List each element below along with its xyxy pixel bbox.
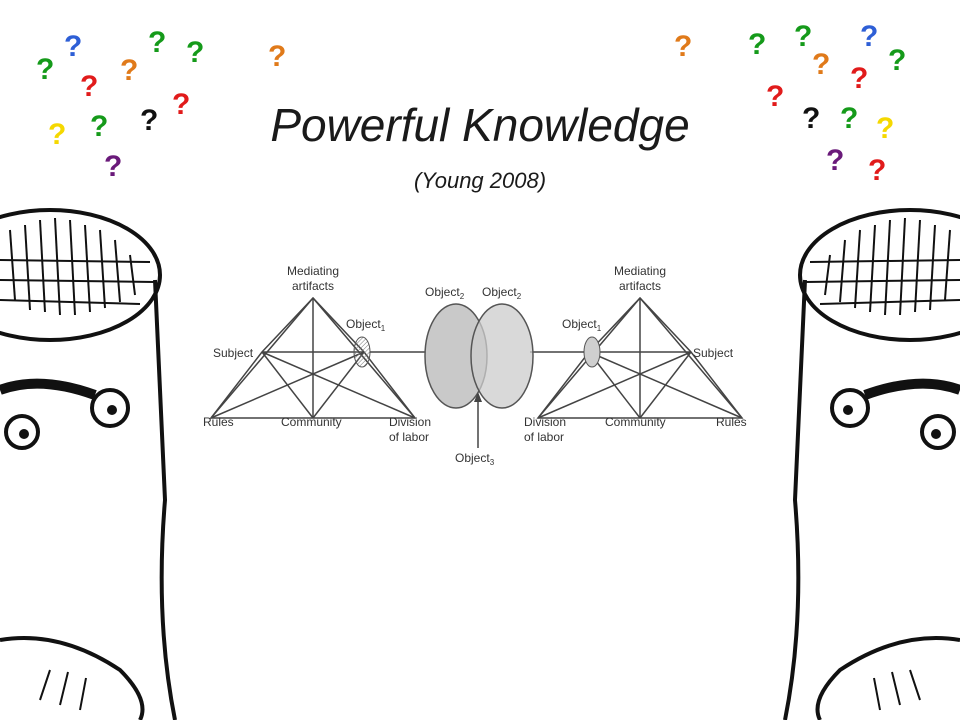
question-mark-icon: ? [90, 110, 109, 143]
question-mark-icon: ? [888, 44, 907, 77]
object3-arrowhead [474, 392, 482, 402]
object3-label: Object3 [455, 451, 495, 467]
question-mark-icon: ? [812, 48, 831, 81]
left-mediating-label-2: artifacts [292, 279, 334, 293]
right-mediating-label-2: artifacts [619, 279, 661, 293]
left-head-illustration [0, 208, 177, 720]
question-mark-icon: ? [48, 118, 67, 151]
question-mark-icon: ? [860, 20, 879, 53]
question-mark-icon: ? [794, 20, 813, 53]
left-division-label-2: of labor [389, 430, 429, 444]
question-mark-icon: ? [186, 36, 205, 69]
question-mark-icon: ? [850, 62, 869, 95]
question-mark-icon: ? [802, 102, 821, 135]
question-mark-icon: ? [840, 102, 859, 135]
left-division-label-1: Division [389, 415, 431, 429]
question-mark-icon: ? [80, 70, 99, 103]
slide-subtitle: (Young 2008) [413, 168, 547, 193]
question-mark-icon: ? [120, 54, 139, 87]
left-object1-node [353, 336, 371, 368]
question-mark-icon: ? [36, 53, 55, 86]
right-object1-label: Object1 [562, 317, 602, 333]
question-mark-icon: ? [172, 88, 191, 121]
right-object2-ellipse [470, 303, 534, 409]
question-mark-icon: ? [674, 30, 693, 63]
question-mark-icon: ? [64, 30, 83, 63]
right-mediating-label-1: Mediating [614, 264, 666, 278]
slide-title: Powerful Knowledge [270, 99, 690, 151]
right-division-label-1: Division [524, 415, 566, 429]
left-mediating-label-1: Mediating [287, 264, 339, 278]
question-mark-icon: ? [876, 112, 895, 145]
left-community-label: Community [281, 415, 342, 429]
left-object1-label: Object1 [346, 317, 386, 333]
question-mark-icon: ? [766, 80, 785, 113]
question-mark-icon: ? [140, 104, 159, 137]
question-mark-icon: ? [104, 150, 123, 183]
right-activity-triangle [536, 296, 744, 419]
right-subject-label: Subject [693, 346, 734, 360]
right-rules-label: Rules [716, 415, 747, 429]
right-division-label-2: of labor [524, 430, 564, 444]
question-mark-icon: ? [748, 28, 767, 61]
object2-right-label: Object2 [482, 285, 522, 301]
right-head-illustration [783, 208, 960, 720]
question-mark-icon: ? [148, 26, 167, 59]
right-community-label: Community [605, 415, 666, 429]
object2-left-label: Object2 [425, 285, 465, 301]
question-mark-icon: ? [826, 144, 845, 177]
right-object1-node [583, 336, 601, 368]
left-subject-label: Subject [213, 346, 254, 360]
question-mark-icon: ? [268, 40, 287, 73]
left-rules-label: Rules [203, 415, 234, 429]
question-mark-icon: ? [868, 154, 887, 187]
